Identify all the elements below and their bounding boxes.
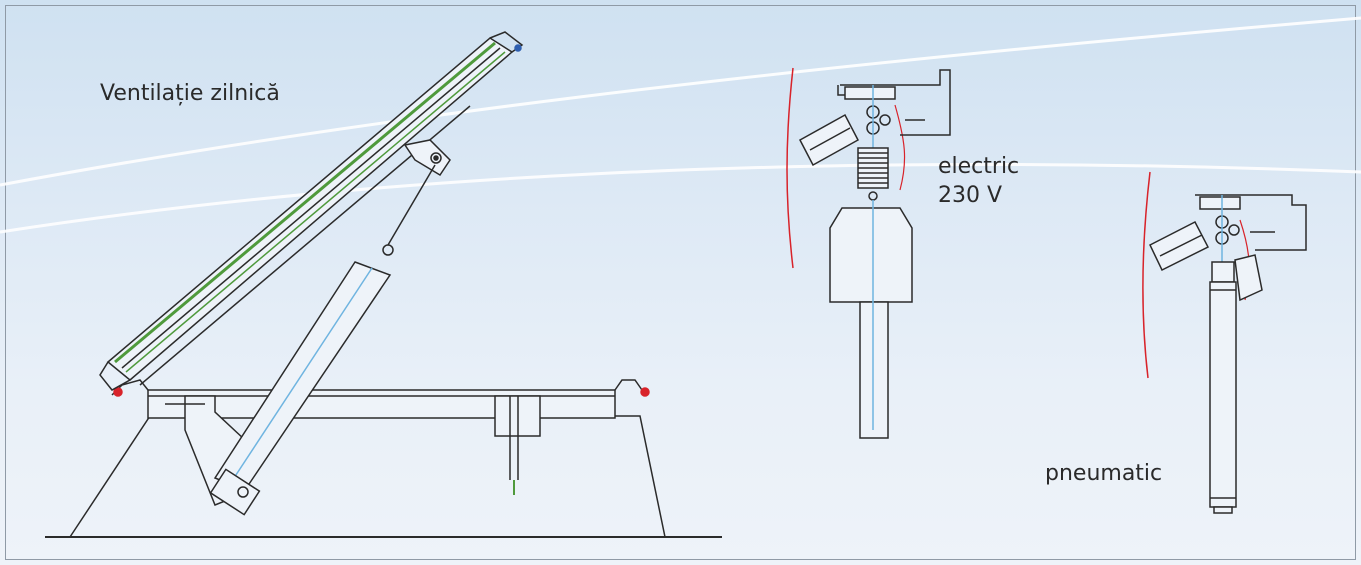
electric-actuator-detail: [786, 67, 951, 439]
sash-bracket: [403, 139, 451, 177]
drawing-frame: [5, 5, 1356, 560]
pneumatic-actuator-detail: [1142, 171, 1307, 514]
pneumatic-label: pneumatic: [1045, 461, 1163, 486]
actuator-rod: [387, 164, 436, 246]
sky-swoosh-lines: [0, 16, 1361, 234]
motor-housing: [829, 207, 913, 303]
spring-coil: [857, 147, 889, 189]
diagram-title: Ventilație zilnică: [100, 81, 280, 106]
opened-sash: [99, 31, 524, 391]
actuator-tube: [859, 301, 889, 439]
curb-outline: [69, 415, 666, 538]
electric-label: electric 230 V: [938, 153, 1019, 210]
electric-red-contour-left: [786, 67, 794, 269]
curb-frame: [147, 389, 616, 419]
right-hinge: [614, 379, 643, 391]
electric-label-line2: 230 V: [938, 182, 1003, 208]
pneumatic-red-contour: [1142, 171, 1151, 379]
chain-actuator: [209, 261, 392, 516]
electric-label-line1: electric: [938, 154, 1020, 179]
skylight-assembly: [45, 31, 722, 538]
pneumatic-cylinder: [1211, 261, 1235, 283]
